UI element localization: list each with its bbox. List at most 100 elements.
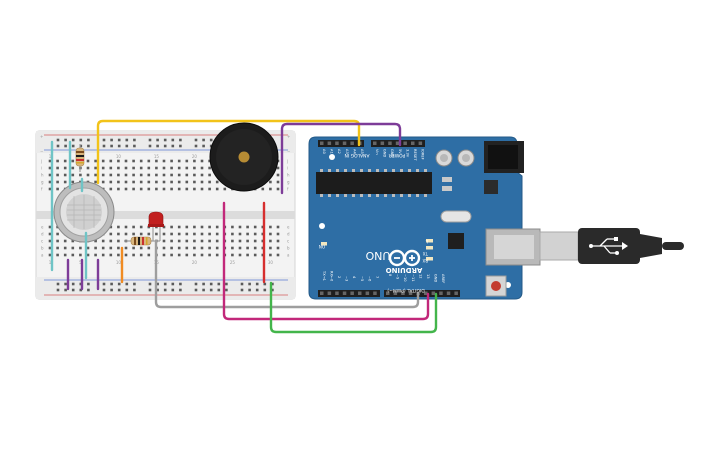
rail-hole bbox=[202, 144, 205, 148]
rail-hole bbox=[263, 288, 267, 292]
pin-label: RX←0 bbox=[330, 271, 334, 282]
header-pin bbox=[320, 291, 324, 295]
crystal-oscillator bbox=[440, 210, 472, 223]
header-pin bbox=[401, 291, 405, 295]
rail-hole bbox=[125, 144, 129, 148]
breadboard-hole bbox=[139, 173, 143, 177]
pin-label: ~10 bbox=[403, 274, 407, 282]
breadboard-hole bbox=[162, 180, 166, 184]
rail-hole bbox=[133, 282, 136, 286]
breadboard-hole bbox=[56, 166, 59, 170]
breadboard-hole bbox=[185, 166, 189, 170]
breadboard-hole bbox=[101, 173, 105, 177]
breadboard-hole bbox=[132, 159, 135, 163]
breadboard-hole bbox=[101, 239, 105, 243]
rail-minus-label-right: − bbox=[287, 149, 290, 154]
breadboard-hole bbox=[124, 232, 128, 236]
breadboard-hole bbox=[155, 232, 158, 236]
breadboard-hole bbox=[155, 173, 158, 177]
breadboard-hole bbox=[185, 253, 189, 257]
rail-hole bbox=[202, 288, 205, 292]
header-pin bbox=[403, 141, 407, 145]
rail-hole bbox=[248, 288, 251, 292]
usb-controller-chip bbox=[448, 233, 464, 249]
rail-hole bbox=[156, 138, 159, 142]
rail-hole bbox=[194, 144, 198, 148]
breadboard-hole bbox=[117, 166, 120, 170]
pin-label: A0 bbox=[322, 149, 326, 154]
row-letter: b bbox=[287, 246, 290, 251]
row-letter: c bbox=[41, 239, 43, 244]
breadboard-hole bbox=[63, 173, 67, 177]
breadboard-hole bbox=[48, 225, 52, 229]
pin-label: ~3 bbox=[345, 276, 349, 281]
breadboard-hole bbox=[200, 225, 204, 229]
breadboard-hole bbox=[269, 239, 272, 243]
header-pin bbox=[335, 291, 339, 295]
rail-hole bbox=[102, 282, 106, 286]
row-letter: a bbox=[41, 253, 44, 258]
digital-header-low bbox=[318, 290, 380, 297]
breadboard-hole bbox=[208, 166, 211, 170]
pin-label: 7 bbox=[375, 276, 379, 278]
breadboard-hole bbox=[246, 253, 249, 257]
breadboard-hole bbox=[208, 159, 211, 163]
breadboard-hole bbox=[117, 246, 120, 250]
reset-button-icon[interactable] bbox=[485, 275, 507, 297]
tx-label: TX bbox=[423, 251, 429, 256]
buzzer-icon bbox=[209, 122, 279, 192]
breadboard-hole bbox=[139, 232, 143, 236]
breadboard-hole bbox=[177, 239, 181, 243]
breadboard-hole bbox=[162, 232, 166, 236]
breadboard-hole bbox=[63, 246, 67, 250]
rail-hole bbox=[87, 144, 90, 148]
breadboard-hole bbox=[253, 239, 257, 243]
gas-sensor-icon bbox=[53, 181, 115, 243]
row-letter: i bbox=[41, 166, 42, 171]
pin-label: GND bbox=[383, 149, 387, 157]
rail-hole bbox=[148, 138, 152, 142]
breadboard-hole bbox=[200, 187, 204, 191]
breadboard-hole bbox=[215, 232, 219, 236]
breadboard-hole bbox=[238, 225, 242, 229]
breadboard-hole bbox=[109, 225, 113, 229]
breadboard-hole bbox=[253, 246, 257, 250]
header-pin bbox=[393, 291, 398, 295]
breadboard-hole bbox=[147, 246, 151, 250]
breadboard-hole bbox=[177, 159, 181, 163]
breadboard-hole bbox=[276, 239, 280, 243]
rail-plus-label-right: + bbox=[287, 134, 290, 139]
breadboard-hole bbox=[193, 166, 196, 170]
rail-hole bbox=[64, 282, 67, 286]
breadboard-hole bbox=[200, 159, 204, 163]
breadboard-hole bbox=[132, 187, 135, 191]
rail-hole bbox=[148, 144, 152, 148]
rail-hole bbox=[71, 144, 75, 148]
breadboard-hole bbox=[86, 159, 90, 163]
breadboard-hole bbox=[261, 187, 265, 191]
column-number: 15 bbox=[154, 154, 160, 159]
rail-hole bbox=[102, 288, 106, 292]
column-number: 30 bbox=[268, 260, 274, 265]
rail-hole bbox=[194, 288, 198, 292]
breadboard-hole bbox=[155, 180, 158, 184]
breadboard-hole bbox=[109, 173, 113, 177]
pin-label: Vin bbox=[375, 149, 379, 155]
header-pin bbox=[373, 141, 377, 145]
pin-label: A5 bbox=[360, 149, 364, 154]
rail-hole bbox=[202, 138, 205, 142]
rail-hole bbox=[110, 288, 113, 292]
breadboard-hole bbox=[48, 232, 52, 236]
column-number: 25 bbox=[230, 260, 236, 265]
breadboard-hole bbox=[86, 173, 90, 177]
resistor-icon bbox=[124, 236, 160, 246]
rail-hole bbox=[79, 288, 83, 292]
breadboard-hole bbox=[63, 159, 67, 163]
breadboard-hole bbox=[231, 239, 234, 243]
breadboard-hole bbox=[246, 225, 249, 229]
breadboard-hole bbox=[177, 232, 181, 236]
breadboard-hole bbox=[94, 166, 97, 170]
breadboard-hole bbox=[109, 166, 113, 170]
breadboard-hole bbox=[238, 253, 242, 257]
